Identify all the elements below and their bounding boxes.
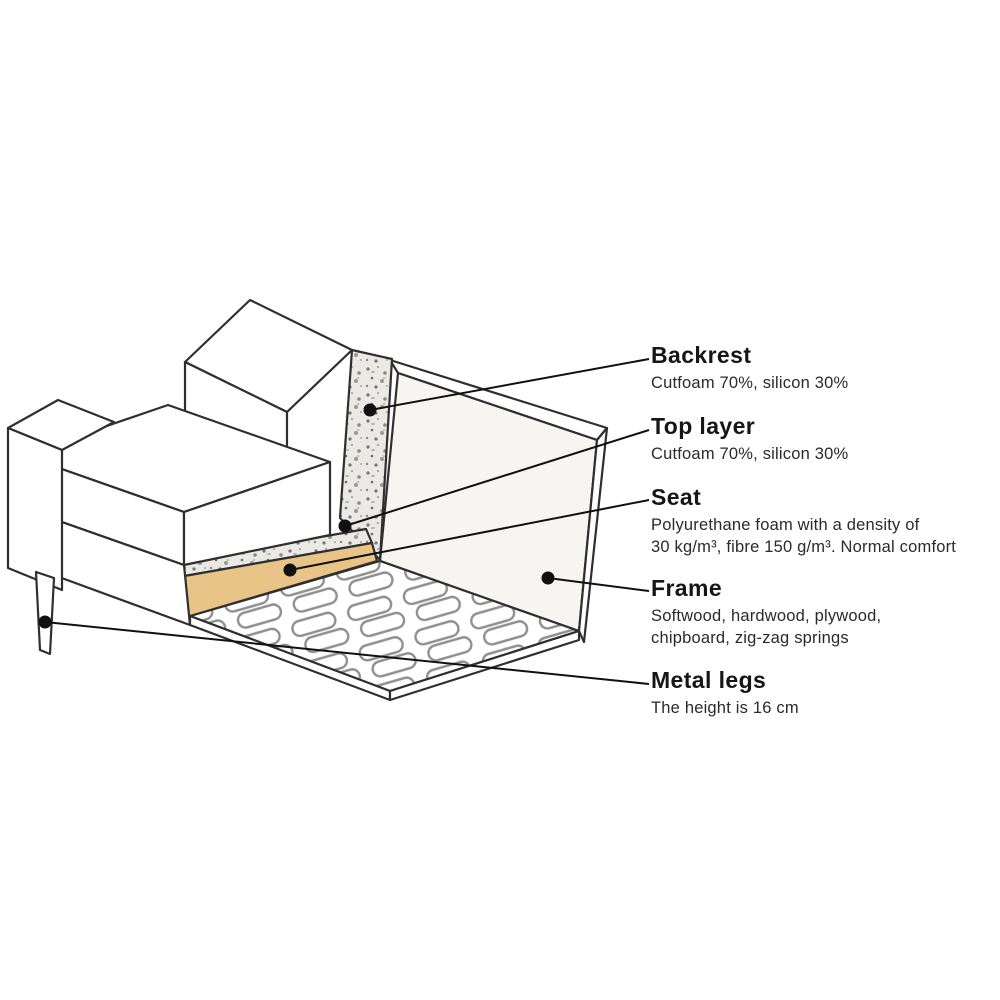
label-top-layer-description: Cutfoam 70%, silicon 30% bbox=[651, 445, 849, 464]
leader-backrest bbox=[369, 358, 650, 411]
seat-callout-dot bbox=[283, 563, 297, 577]
label-frame-description: Softwood, hardwood, plywood, chipboard, … bbox=[651, 607, 882, 648]
leader-frame bbox=[547, 577, 650, 592]
label-seat-title: Seat bbox=[651, 484, 702, 510]
frame-callout-dot bbox=[541, 571, 555, 585]
leader-metal-legs bbox=[44, 621, 650, 685]
label-backrest-title: Backrest bbox=[651, 342, 752, 368]
callout-dots bbox=[38, 403, 555, 629]
top-layer-callout-dot bbox=[338, 519, 352, 533]
label-metal-legs-title: Metal legs bbox=[651, 667, 767, 693]
label-metal-legs-description: The height is 16 cm bbox=[651, 699, 799, 718]
label-backrest: Backrest Cutfoam 70%, silicon 30% bbox=[651, 342, 849, 395]
label-frame-title: Frame bbox=[651, 575, 723, 601]
leader-seat bbox=[289, 499, 650, 571]
base-front-right-edge bbox=[388, 629, 581, 702]
label-top-layer-title: Top layer bbox=[651, 413, 756, 439]
metal-legs-callout-dot bbox=[38, 615, 52, 629]
label-top-layer: Top layer Cutfoam 70%, silicon 30% bbox=[651, 413, 849, 466]
backrest-foam-layer bbox=[338, 348, 394, 562]
label-backrest-description: Cutfoam 70%, silicon 30% bbox=[651, 374, 849, 393]
armrest-front bbox=[6, 426, 64, 592]
sofa-leg bbox=[34, 570, 56, 656]
frame-right-edge bbox=[577, 426, 609, 644]
backrest-callout-dot bbox=[363, 403, 377, 417]
label-seat: Seat Polyurethane foam with a density of… bbox=[651, 484, 957, 559]
leader-top-layer bbox=[344, 429, 650, 527]
seat-cushion-cut-face bbox=[182, 460, 332, 567]
label-frame: Frame Softwood, hardwood, plywood, chipb… bbox=[651, 575, 882, 650]
label-metal-legs: Metal legs The height is 16 cm bbox=[651, 667, 799, 720]
leader-lines bbox=[44, 358, 650, 685]
label-seat-description: Polyurethane foam with a density of 30 k… bbox=[651, 516, 957, 557]
